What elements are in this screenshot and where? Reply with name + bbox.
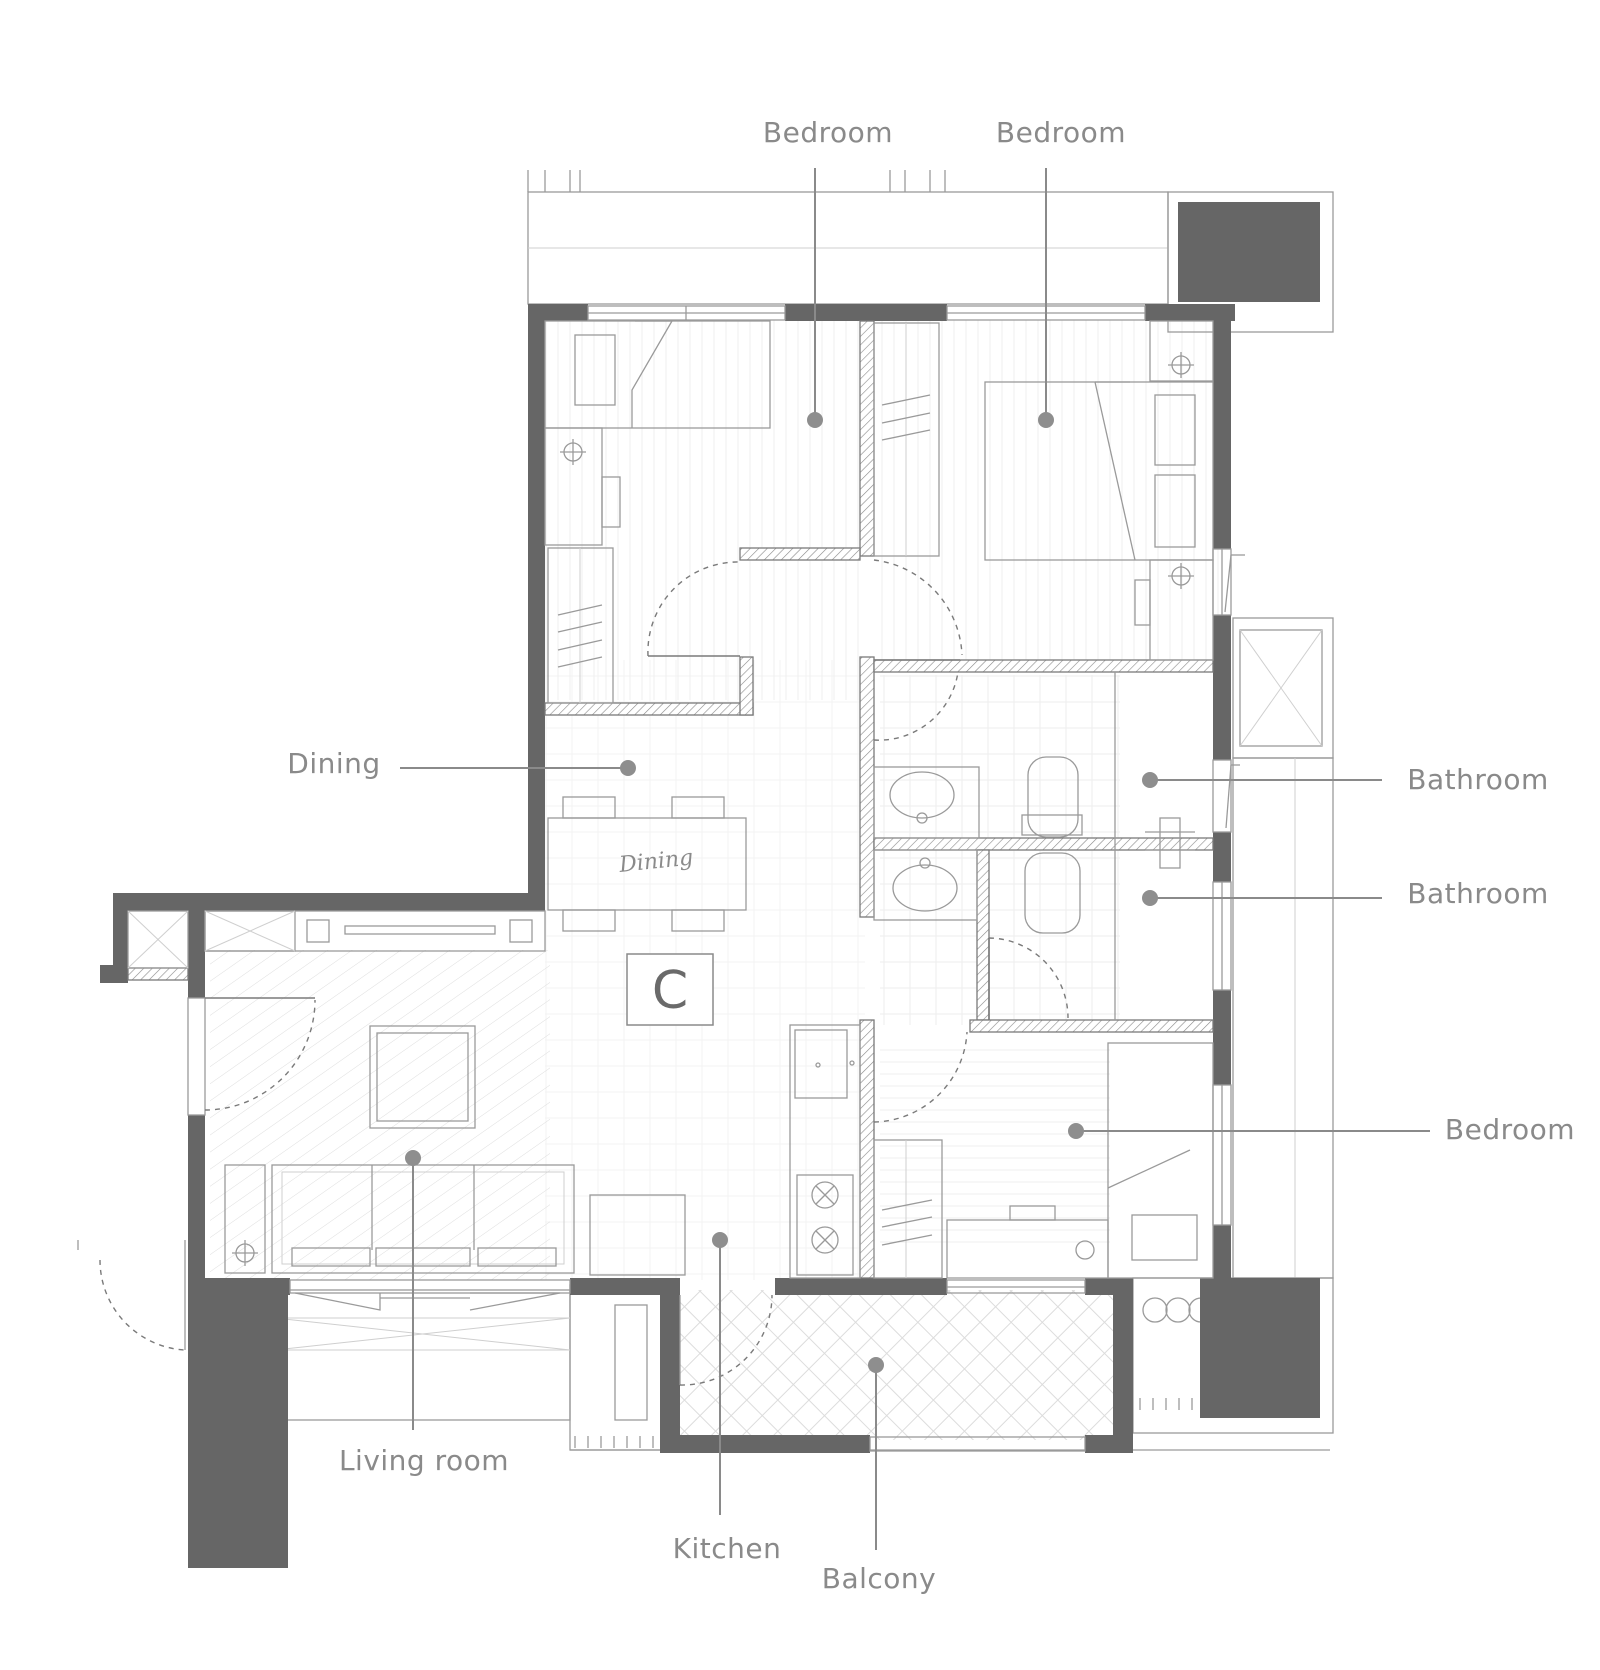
room-label-bedroom-2: Bedroom <box>996 116 1126 149</box>
living-room-furniture <box>127 910 686 1276</box>
leaders <box>400 168 1430 1550</box>
bedroom-2-furniture <box>873 320 1214 661</box>
room-label-kitchen: Kitchen <box>673 1532 782 1565</box>
room-label-bathroom-2: Bathroom <box>1407 877 1549 910</box>
room-label-bedroom-1: Bedroom <box>763 116 893 149</box>
floor-finishes <box>210 320 1220 1440</box>
doors <box>204 559 1069 1386</box>
kitchen-furniture <box>789 1024 861 1279</box>
bedroom-3-furniture <box>873 1042 1214 1279</box>
bathroom-fixtures <box>873 672 1195 1020</box>
partition-walls <box>127 320 1214 1279</box>
unit-marker: C <box>626 953 714 1026</box>
bedroom-1-furniture <box>544 320 771 704</box>
unit-marker-text: C <box>652 961 688 1021</box>
room-label-living-room: Living room <box>339 1444 509 1477</box>
room-label-bathroom-1: Bathroom <box>1407 763 1549 796</box>
room-labels: Bedroom Bedroom Dining Bathroom Bathroom… <box>287 116 1575 1595</box>
room-label-dining: Dining <box>287 747 380 780</box>
room-label-bedroom-3: Bedroom <box>1445 1113 1575 1146</box>
walls <box>100 202 1320 1568</box>
room-label-balcony: Balcony <box>822 1562 937 1595</box>
